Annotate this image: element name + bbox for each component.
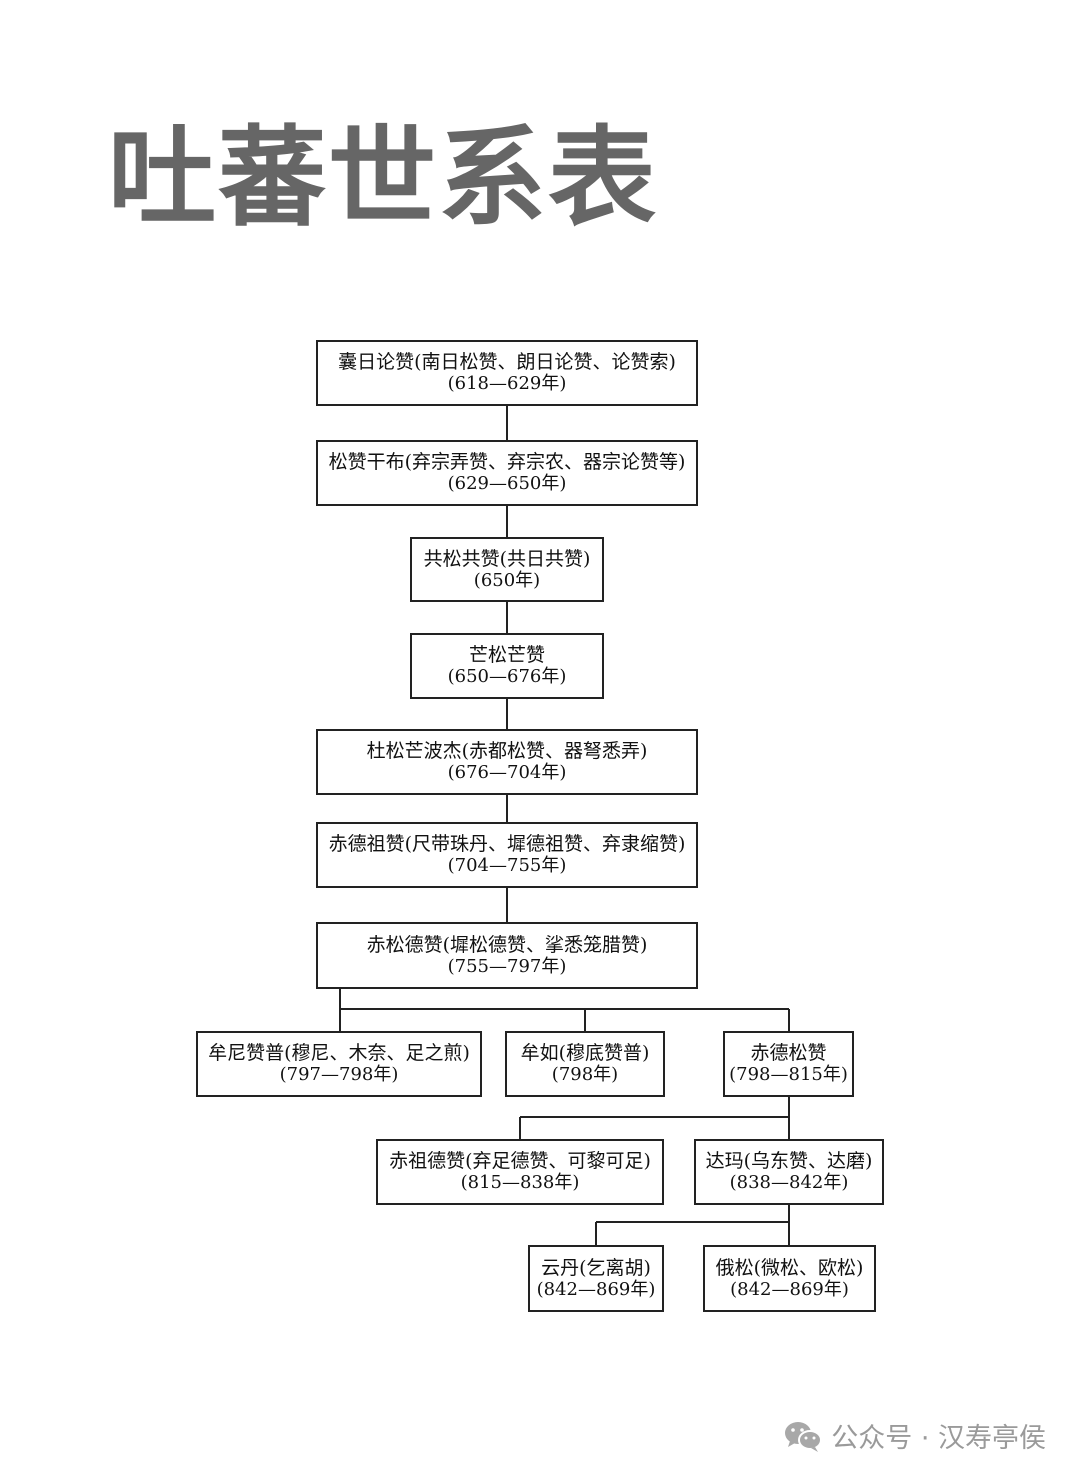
node-years: (798年) [551,1064,619,1085]
node-years: (629—650年) [447,473,567,494]
node-name: 囊日论赞(南日松赞、朗日论赞、论赞索) [338,351,676,373]
node-years: (842—869年) [730,1278,849,1300]
node-name: 云丹(乞离胡) [541,1256,651,1279]
node-songzan-ganbu: 松赞干布(弃宗弄赞、弃宗农、器宗论赞等) (629—650年) [316,440,698,506]
node-years: (755—797年) [447,955,567,977]
node-nangri-lunzan: 囊日论赞(南日松赞、朗日论赞、论赞索) (618—629年) [316,340,698,406]
node-years: (797—798年) [279,1064,399,1085]
wechat-icon [785,1421,823,1452]
node-name: 俄松(微松、欧松) [715,1256,864,1279]
node-name: 牟尼赞普(穆尼、木奈、足之煎) [208,1042,470,1064]
watermark: 公众号 · 汉寿亭侯 [783,1416,1046,1455]
node-name: 赤祖德赞(弃足德赞、可黎可足) [389,1150,651,1172]
node-chide-songzan: 赤德松赞 (798—815年) [723,1031,854,1097]
node-years: (838—842年) [729,1172,849,1193]
node-yundan: 云丹(乞离胡) (842—869年) [528,1245,664,1312]
node-years: (618—629年) [447,373,567,394]
watermark-text: 公众号 · 汉寿亭侯 [831,1423,1046,1454]
node-chide-zuzan: 赤德祖赞(尺带珠丹、墀德祖赞、弃隶缩赞) (704—755年) [316,822,698,888]
node-years: (815—838年) [460,1172,580,1193]
node-mouru: 牟如(穆底赞普) (798年) [505,1031,665,1097]
node-years: (704—755年) [447,855,567,876]
node-name: 杜松芒波杰(赤都松赞、器弩悉弄) [366,740,648,762]
page-title: 吐蕃世系表 [108,116,659,241]
node-chisong-dezan: 赤松德赞(墀松德赞、挲悉笼腊赞) (755—797年) [316,922,698,989]
node-name: 牟如(穆底赞普) [520,1042,650,1064]
node-name: 赤松德赞(墀松德赞、挲悉笼腊赞) [366,933,648,956]
node-years: (676—704年) [447,762,567,783]
node-dama: 达玛(乌东赞、达磨) (838—842年) [694,1139,884,1205]
node-name: 达玛(乌东赞、达磨) [705,1150,873,1172]
node-name: 芒松芒赞 [468,644,545,666]
node-mouni-zanpu: 牟尼赞普(穆尼、木奈、足之煎) (797—798年) [196,1031,482,1097]
node-gongsong-gongzan: 共松共赞(共日共赞) (650年) [410,537,604,602]
node-name: 共松共赞(共日共赞) [423,547,591,570]
node-years: (650年) [473,569,541,591]
node-years: (650—676年) [447,666,567,687]
node-esong: 俄松(微松、欧松) (842—869年) [703,1245,876,1312]
node-name: 赤德松赞 [750,1042,827,1064]
node-name: 松赞干布(弃宗弄赞、弃宗农、器宗论赞等) [328,451,686,473]
node-chizu-dezan: 赤祖德赞(弃足德赞、可黎可足) (815—838年) [376,1139,664,1205]
node-years: (842—869年) [536,1278,656,1300]
node-name: 赤德祖赞(尺带珠丹、墀德祖赞、弃隶缩赞) [328,833,686,855]
node-dusong-mangbojie: 杜松芒波杰(赤都松赞、器弩悉弄) (676—704年) [316,729,698,795]
node-years: (798—815年) [729,1064,848,1085]
node-mangsong-mangzan: 芒松芒赞 (650—676年) [410,633,604,699]
